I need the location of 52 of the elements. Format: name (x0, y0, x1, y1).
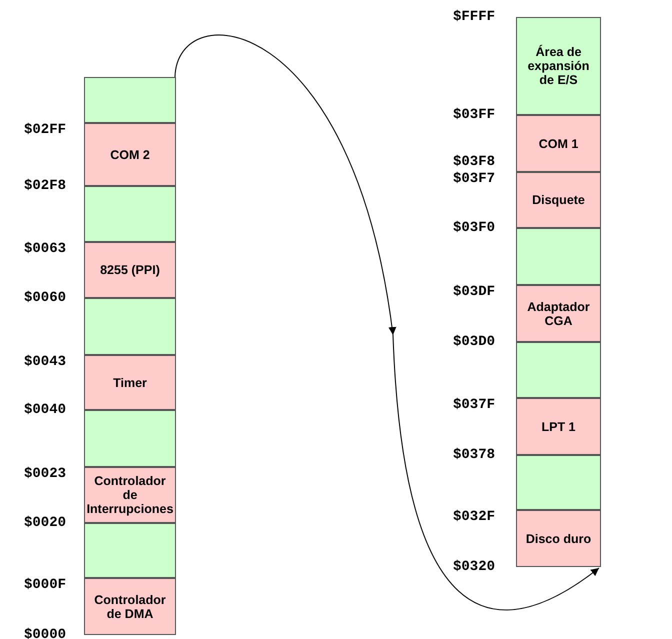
memory-block (84, 355, 176, 410)
address-label: $03FF (453, 108, 496, 123)
block-label: Controlador de DMA (93, 592, 167, 620)
address-label: $032F (453, 510, 496, 525)
free-memory-block (84, 410, 176, 467)
address-label: $02F8 (24, 179, 66, 194)
curved-arrow (174, 34, 600, 610)
address-label: $0060 (24, 291, 66, 306)
block-label: Área de expansión de E/S (526, 45, 590, 87)
memory-block (516, 510, 601, 567)
block-label: Timer (112, 376, 148, 390)
address-label: $037F (453, 398, 496, 413)
free-memory-block (516, 455, 601, 510)
memory-block (84, 467, 176, 523)
address-label: $03F7 (453, 172, 496, 187)
free-memory-block (84, 77, 176, 123)
memory-block (84, 578, 176, 635)
block-label: 8255 (PPI) (99, 263, 161, 277)
free-memory-block (84, 298, 176, 355)
address-label: $0378 (453, 448, 496, 463)
address-label: $03DF (453, 285, 496, 300)
free-memory-block (84, 186, 176, 242)
address-label: $02FF (24, 123, 66, 138)
address-label: $FFFF (453, 10, 496, 25)
address-label: $0043 (24, 355, 66, 370)
block-label: Controlador de Interrupciones (86, 474, 174, 516)
address-label: $0020 (24, 516, 66, 531)
block-label: Disquete (531, 193, 586, 207)
free-memory-block (84, 523, 176, 578)
memory-block (516, 17, 601, 115)
memory-block (516, 285, 601, 342)
address-label: $0063 (24, 242, 66, 257)
memory-block (84, 242, 176, 298)
memory-block (84, 123, 176, 186)
address-label: $03F8 (453, 155, 496, 170)
free-memory-block (516, 342, 601, 398)
block-label: COM 2 (109, 148, 151, 162)
block-label: COM 1 (538, 136, 580, 150)
memory-block (516, 115, 601, 172)
address-label: $0320 (453, 560, 496, 575)
address-label: $0023 (24, 467, 66, 482)
free-memory-block (516, 228, 601, 285)
memory-block (516, 398, 601, 455)
block-label: Disco duro (524, 532, 592, 546)
block-label: LPT 1 (540, 420, 577, 434)
block-label: Adaptador CGA (526, 300, 591, 328)
address-label: $000F (24, 578, 66, 593)
address-label: $03F0 (453, 221, 496, 236)
address-label: $0000 (24, 628, 66, 639)
address-label: $0040 (24, 403, 66, 418)
address-label: $03D0 (453, 335, 496, 350)
memory-block (516, 172, 601, 228)
